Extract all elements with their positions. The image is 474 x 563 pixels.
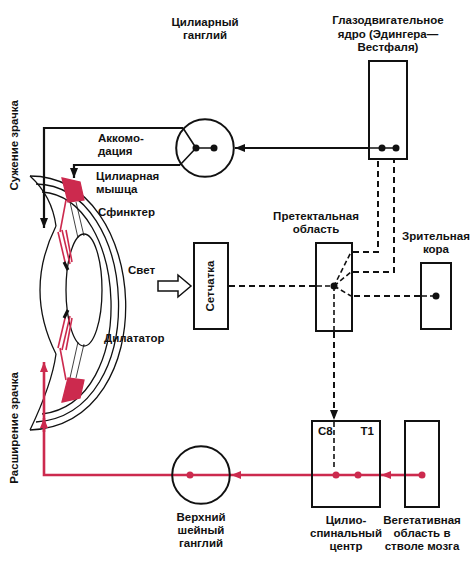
spinal-center-box: C8T1Цилио- спинальный центр	[311, 420, 381, 508]
neuron-dot	[187, 472, 194, 479]
neuron-dot	[393, 145, 400, 152]
neuron-dot	[379, 145, 386, 152]
node-label: Глазодвигательное ядро (Эдингера—Вестфал…	[318, 14, 458, 54]
synapse-fiber	[180, 128, 214, 165]
stimulus-label: Свет	[128, 264, 155, 277]
relay-fiber	[317, 252, 351, 330]
dilator-muscle	[58, 314, 72, 380]
ciliary-muscle	[62, 178, 84, 202]
nucleus-box: Глазодвигательное ядро (Эдингера—Вестфал…	[368, 60, 408, 160]
relay-fiber	[333, 422, 335, 470]
neuron-dot	[355, 472, 362, 479]
nerve-fiber	[44, 128, 183, 228]
neuron-dot	[193, 145, 200, 152]
segment-label: T1	[361, 425, 374, 438]
node-label: Верхний шейный ганглий	[161, 511, 241, 551]
effect-label: Сужение зрачка	[8, 100, 21, 191]
node-label: Сетчатка	[204, 260, 217, 311]
light-arrow	[158, 275, 191, 297]
cornea	[40, 226, 56, 354]
synapse-fiber	[311, 474, 381, 477]
neuron-dot	[333, 472, 340, 479]
sympathetic-dots	[187, 472, 426, 479]
nerve-pathway	[353, 160, 378, 252]
retina-box: Сетчатка	[193, 242, 229, 330]
ganglion-circle: Цилиарный ганглий	[175, 118, 235, 178]
ganglion-circle: Верхний шейный ганглий	[171, 445, 231, 505]
part-label: Сфинктер	[98, 206, 155, 219]
retina-arc	[42, 192, 111, 414]
relay-fiber	[422, 295, 436, 297]
ganglion-outline	[171, 445, 231, 505]
neuron-dot	[211, 145, 218, 152]
ganglion-outline	[172, 446, 230, 504]
part-label: Цилиарная мышца	[96, 170, 174, 196]
ciliary-muscle	[62, 378, 84, 402]
node-label: Претектальная область	[266, 210, 366, 236]
segment-label: C8	[318, 425, 333, 438]
ganglion-outline	[176, 119, 234, 177]
afferent-path	[317, 252, 436, 470]
ganglion-outline	[175, 118, 235, 178]
synapse-fiber	[171, 474, 231, 477]
cortex-box: Зрительная кора	[420, 262, 452, 330]
nerve-pathway	[235, 147, 368, 149]
sphincter-muscle	[64, 262, 68, 318]
dilator-muscle	[58, 200, 72, 266]
node-label: Цилиарный ганглий	[160, 16, 250, 42]
effect-label: Расширение зрачка	[8, 372, 21, 484]
nerve-pathway	[333, 332, 335, 420]
nerve-pathway	[353, 295, 420, 297]
part-label: Дилататор	[104, 332, 165, 345]
node-label: Зрительная кора	[400, 230, 472, 256]
nerve-pathway	[353, 160, 394, 272]
sympathetic-path	[44, 362, 422, 475]
direction-arrow	[43, 418, 46, 432]
nerve-pathway	[231, 474, 311, 477]
pretectal-box: Претектальная область	[315, 242, 353, 332]
part-label: Аккомо- дация	[98, 132, 158, 158]
nerve-fiber	[44, 362, 171, 475]
node-label: Цилио- спинальный центр	[306, 514, 386, 554]
nerve-pathway	[229, 285, 315, 287]
zonule-fibers	[70, 202, 84, 378]
nerve-pathway	[381, 474, 404, 477]
lens	[66, 234, 102, 346]
neuron-dot	[419, 472, 426, 479]
node-label: Вегетативная область в стволе мозга	[377, 514, 467, 554]
brainstem-box: Вегетативная область в стволе мозга	[404, 420, 440, 508]
